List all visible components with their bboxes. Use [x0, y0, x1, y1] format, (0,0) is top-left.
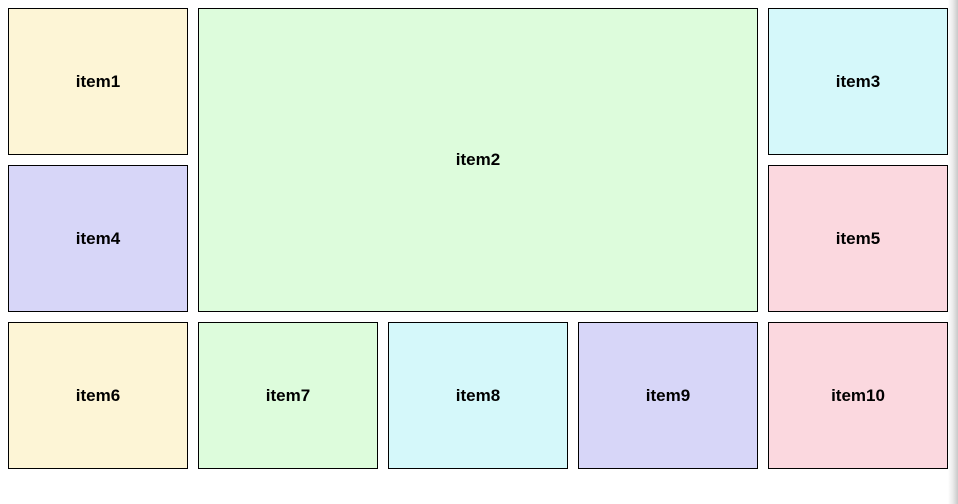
grid-item-7: item7	[198, 322, 378, 469]
grid-item-4: item4	[8, 165, 188, 312]
grid-item-8: item8	[388, 322, 568, 469]
grid-item-10: item10	[768, 322, 948, 469]
window-edge-shadow	[948, 0, 958, 504]
grid-container: item1 item2 item3 item4 item5 item6 item…	[8, 8, 948, 469]
grid-item-2: item2	[198, 8, 758, 312]
grid-item-1: item1	[8, 8, 188, 155]
grid-item-5: item5	[768, 165, 948, 312]
grid-item-6: item6	[8, 322, 188, 469]
grid-item-3: item3	[768, 8, 948, 155]
grid-item-9: item9	[578, 322, 758, 469]
